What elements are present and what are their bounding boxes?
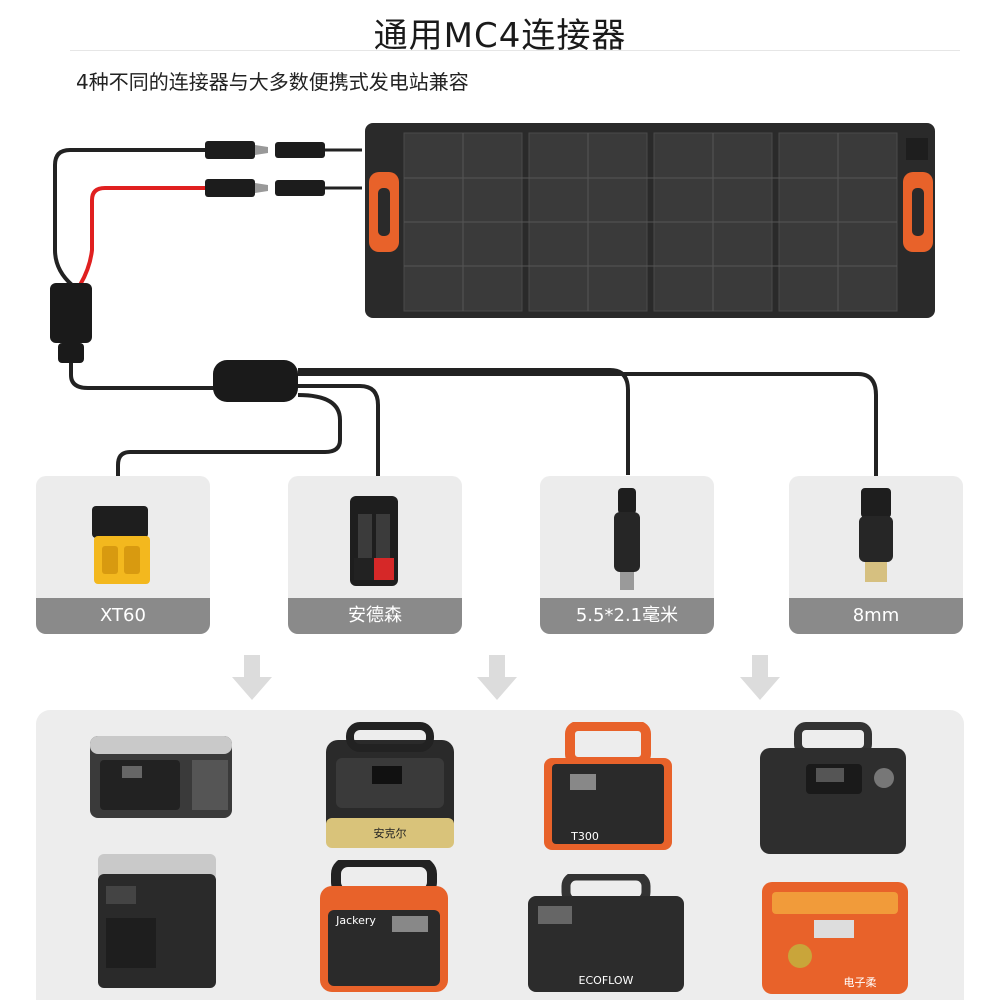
connector-label: 5.5*2.1毫米 [540,598,714,634]
xt60-connector-icon [92,506,150,584]
device-label-anker: 安克尔 [374,826,407,840]
dc5521-connector-icon [614,488,640,590]
power-station-bluetti-eb [760,722,906,854]
dc8mm-connector-icon [859,488,893,582]
power-station-ecoflow-river [90,736,232,818]
device-label-jackery: Jackery [335,914,376,927]
down-arrow-icon [232,655,272,700]
power-station-bluetti: T300 [544,722,672,850]
down-arrow-icon [740,655,780,700]
device-label-bluetti: T300 [570,830,599,843]
mc4-connector-red [205,179,362,197]
device-label-ecoflow: ECOFLOW [579,974,634,987]
connector-label: 8mm [789,598,963,634]
connector-card-xt60: XT60 [36,476,210,634]
connector-card-anderson: 安德森 [288,476,462,634]
red-cable [78,186,205,287]
connector-card-dc5521: 5.5*2.1毫米 [540,476,714,634]
anderson-connector-icon [350,496,398,586]
black-cable [53,148,205,287]
page-subtitle: 4种不同的连接器与大多数便携式发电站兼容 [76,70,469,94]
y-junction [50,283,92,343]
power-station-ecoflow-delta [98,854,216,988]
mc4-connector-black [205,141,362,159]
power-station-anker: 安克尔 [326,722,454,848]
power-station-orange: 电子柔 [762,882,908,994]
connector-label: XT60 [36,598,210,634]
title-divider [70,50,960,51]
solar-panel-illustration [50,123,935,478]
power-station-ecoflow-river-max: ECOFLOW [528,874,684,992]
connector-card-8mm: 8mm [789,476,963,634]
down-arrow-icon [477,655,517,700]
connector-label: 安德森 [288,598,462,634]
page-title: 通用MC4连接器 [373,16,627,56]
device-label-orange: 电子柔 [844,976,877,989]
splitter-hub [213,360,298,402]
power-station-jackery: Jackery [320,860,448,992]
